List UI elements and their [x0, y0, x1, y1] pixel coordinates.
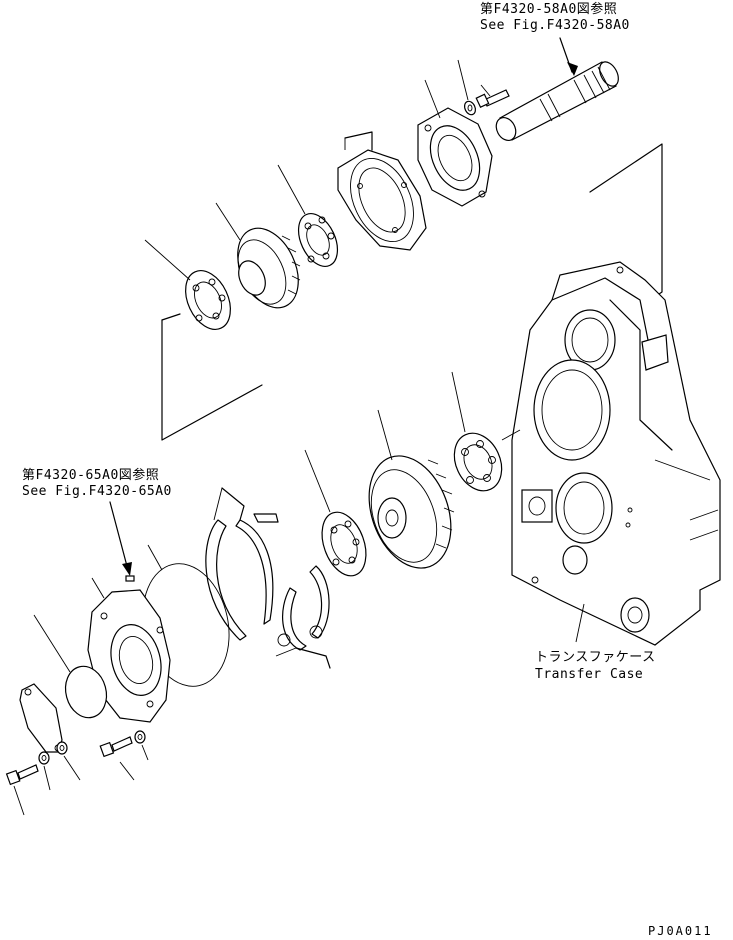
cover-icon: [417, 79, 493, 207]
bolt-icon: [475, 84, 510, 109]
gear-icon: [215, 202, 301, 309]
cover-icon: [19, 683, 63, 753]
case-label-en: Transfer Case: [535, 667, 644, 682]
lower-reference-jp: 第F4320-65A0図参照: [22, 468, 160, 483]
washer-icon: [38, 741, 81, 791]
washer-icon: [134, 730, 149, 761]
case-icon: [511, 261, 721, 646]
lower-reference-en: See Fig.F4320-65A0: [22, 484, 172, 499]
shaft-icon: [495, 61, 619, 142]
bearing-icon: [144, 239, 231, 330]
shim-icon: [275, 565, 331, 669]
o-ring-icon: [33, 614, 108, 719]
bearing-icon: [277, 164, 339, 267]
bearing-icon: [451, 371, 521, 492]
case-label-jp: トランスファケース: [535, 650, 656, 665]
bolt-icon: [99, 736, 135, 781]
bolt-icon: [5, 764, 39, 816]
upper-reference-arrow: [559, 37, 578, 76]
drawing-code: PJ0A011: [648, 924, 713, 938]
upper-reference-jp: 第F4320-58A0図参照: [480, 2, 618, 17]
bearing-icon: [304, 449, 367, 577]
case-label-leader: [575, 603, 585, 643]
washer-icon: [457, 59, 477, 116]
housing-icon: [337, 131, 427, 251]
lower-reference-arrow: [109, 501, 135, 582]
shim-icon: [205, 487, 279, 641]
gear-icon: [368, 409, 455, 569]
upper-reference-en: See Fig.F4320-58A0: [480, 18, 630, 33]
